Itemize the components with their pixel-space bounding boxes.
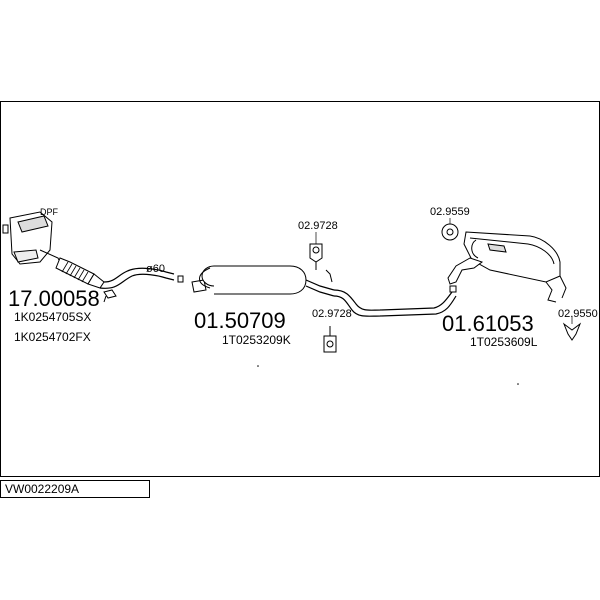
hanger-lower-middle-part[interactable] — [323, 326, 337, 353]
pipe-diameter-label: ø60 — [146, 263, 165, 275]
dot-mark — [517, 383, 519, 385]
rear-silencer-oe-ref: 1T0253609L — [470, 335, 538, 349]
front-pipe-end-clamp — [177, 275, 184, 283]
middle-silencer-part-number[interactable]: 01.50709 — [194, 308, 286, 333]
leader-lines — [315, 218, 573, 324]
intermediate-pipe[interactable] — [333, 289, 457, 317]
hanger-lower-middle-number[interactable]: 02.9728 — [312, 308, 352, 320]
rear-pipe-clamp — [449, 285, 457, 293]
dpf-catalyst-part[interactable] — [2, 211, 105, 289]
hanger-upper-middle-part[interactable] — [309, 243, 323, 270]
dpf-tag: DPF — [40, 207, 58, 217]
catalyst-clamp — [103, 289, 117, 303]
hanger-rear-right-part[interactable] — [562, 322, 582, 341]
hanger-upper-middle-number[interactable]: 02.9728 — [298, 220, 338, 232]
catalyst-oe-ref-2: 1K0254702FX — [14, 330, 91, 344]
front-pipe[interactable] — [99, 267, 175, 289]
catalyst-oe-ref-1: 1K0254705SX — [14, 310, 92, 324]
hanger-rear-top-part[interactable] — [441, 223, 459, 241]
catalyst-part-number[interactable]: 17.00058 — [8, 286, 100, 311]
middle-silencer-oe-ref: 1T0253209K — [222, 333, 291, 347]
rear-silencer-part-number[interactable]: 01.61053 — [442, 311, 534, 336]
hanger-rear-right-number[interactable]: 02.9550 — [558, 308, 598, 320]
dot-mark — [257, 365, 259, 367]
pipe-hook — [325, 269, 333, 283]
rear-silencer-part[interactable] — [447, 231, 567, 303]
middle-silencer-part[interactable] — [191, 265, 335, 297]
diagram-code-box: VW0022209A — [0, 480, 150, 498]
hanger-rear-top-number[interactable]: 02.9559 — [430, 206, 470, 218]
